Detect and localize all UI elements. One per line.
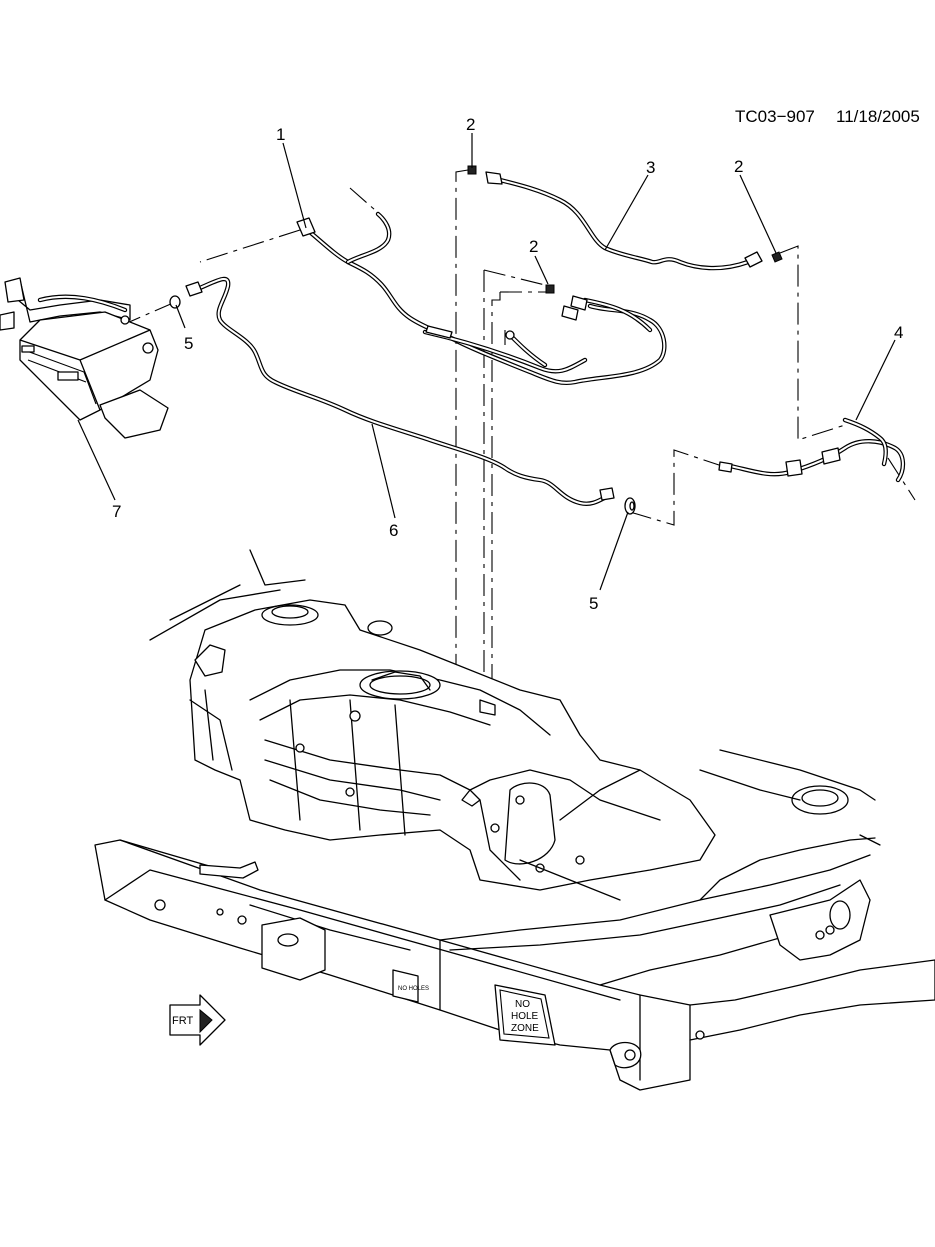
fuel-tank <box>149 549 881 891</box>
fuel-pipe-4 <box>718 417 906 483</box>
callout-5-right: 5 <box>589 594 598 613</box>
front-arrow-label: FRT <box>172 1015 193 1027</box>
callout-4: 4 <box>894 323 903 342</box>
callout-2-right: 2 <box>734 157 743 176</box>
callout-2-top: 2 <box>466 115 475 134</box>
diagram-code: TC03−907 <box>735 107 815 126</box>
evap-canister <box>0 277 169 439</box>
grommet-parts <box>169 295 636 515</box>
zone-label-line1: NO <box>515 999 530 1010</box>
callout-leaders <box>77 133 896 591</box>
no-holes-label: NO HOLES <box>398 986 429 992</box>
vapor-pipe-3 <box>485 171 763 271</box>
callout-6: 6 <box>389 521 398 540</box>
diagram-date: 11/18/2005 <box>836 107 920 126</box>
callout-2-middle: 2 <box>529 237 538 256</box>
callout-5-left: 5 <box>184 334 193 353</box>
front-arrow-icon: FRT <box>169 994 226 1046</box>
vehicle-frame: NO HOLES NO HOLE ZONE <box>94 769 935 1091</box>
callout-3: 3 <box>646 158 655 177</box>
zone-label-line2: HOLE <box>511 1011 539 1022</box>
fuel-pipe-6 <box>185 276 615 506</box>
clip-parts <box>467 165 783 294</box>
callout-1: 1 <box>276 125 285 144</box>
zone-label-line3: ZONE <box>511 1023 539 1034</box>
fuel-pipe-1 <box>296 211 667 386</box>
callout-7: 7 <box>112 502 121 521</box>
